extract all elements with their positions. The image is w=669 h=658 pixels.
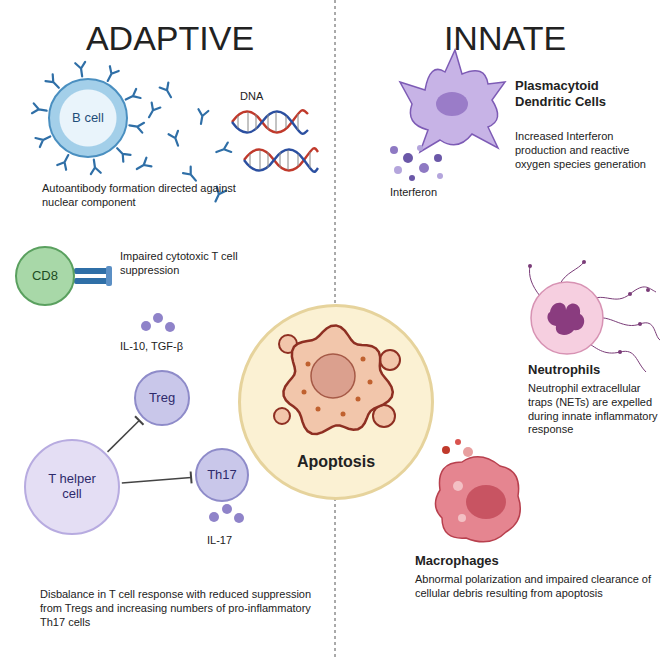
cell-circle: CD8	[15, 246, 75, 306]
tcr-receptor	[74, 266, 112, 286]
annotation-text: Neutrophil extracellular traps (NETs) ar…	[528, 382, 663, 437]
inhibition-connector	[122, 471, 192, 483]
section-heading: ADAPTIVE	[60, 20, 280, 57]
antibody-symbol	[128, 120, 144, 132]
annotation-text: Interferon	[390, 186, 460, 200]
annotation-text: Impaired cytotoxic T cell suppression	[120, 250, 270, 278]
cell-circle: Treg	[134, 370, 190, 426]
dendritic-cell	[400, 50, 505, 152]
dna-helix	[232, 110, 318, 172]
antibody-symbol	[103, 66, 118, 83]
annotation-text: Increased Interferon production and reac…	[515, 130, 660, 171]
antibody-symbol	[215, 143, 232, 157]
apoptotic-cell	[238, 304, 434, 500]
cell-circle: Th17	[195, 448, 249, 502]
section-heading: INNATE	[420, 20, 590, 57]
antibody-symbol	[183, 167, 200, 184]
cell-circle: B cell	[48, 78, 128, 158]
annotation-text: IL-17	[207, 534, 257, 548]
antibody-symbol	[124, 89, 141, 104]
antibody-symbol	[114, 145, 131, 162]
cell-heading: Macrophages	[415, 553, 555, 569]
antibody-symbol	[89, 159, 101, 174]
cell-heading: Neutrophils	[528, 362, 638, 378]
annotation-text: DNA	[240, 90, 280, 104]
inhibition-connector	[108, 416, 144, 452]
cell-heading: Plasmacytoid Dendritic Cells	[515, 78, 645, 111]
cell-circle: Apoptosis	[238, 304, 434, 500]
cell-label: Treg	[149, 391, 175, 406]
antibody-symbol	[57, 153, 72, 170]
cell-label: Apoptosis	[297, 453, 375, 471]
antibody-symbol	[160, 83, 176, 100]
antibody-symbol	[32, 103, 48, 115]
antibody-symbol	[35, 132, 52, 147]
antibody-symbol	[134, 158, 151, 174]
antibody-symbol	[169, 131, 183, 148]
macrophage-cell	[435, 439, 520, 542]
cell-label: B cell	[72, 111, 104, 126]
annotation-text: IL-10, TGF-β	[120, 340, 210, 354]
cell-label: Th17	[207, 468, 237, 483]
neutrophil-cell	[528, 260, 660, 372]
cell-label: T helper cell	[40, 472, 104, 502]
annotation-text: Disbalance in T cell response with reduc…	[40, 588, 325, 629]
interferon-dots	[390, 145, 443, 181]
antibody-symbol	[75, 62, 87, 77]
antibody-symbol	[196, 109, 208, 125]
annotation-text: Abnormal polarization and impaired clear…	[415, 573, 660, 601]
cell-circle: T helper cell	[24, 439, 120, 535]
cell-label: CD8	[32, 269, 58, 284]
annotation-text: Autoantibody formation directed against …	[42, 182, 242, 210]
antibody-symbol	[145, 103, 161, 120]
